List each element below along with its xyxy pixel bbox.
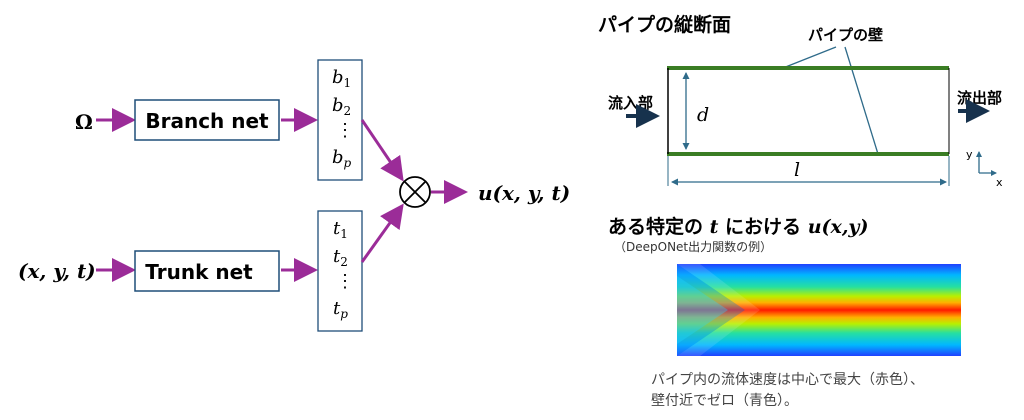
combine-operator [399,176,431,208]
wall-label: パイプの壁 [808,26,883,44]
output-label: u(x, y, t) [478,181,570,205]
arrow-trunk-to-combine [360,203,404,263]
diameter-symbol: d [697,104,709,126]
trunk-t2: t2 [333,246,348,269]
branch-b2: b2 [332,95,351,118]
branch-bp: bp [332,147,352,170]
trunk-outputs-box [317,210,363,332]
outflow-label: 流出部 [957,89,1002,107]
axis-x-label: x [996,176,1003,189]
flow-heatmap [677,264,961,356]
trunk-outputs: t1 t2 ⋮ tp [333,218,354,321]
description-line2: 壁付近でゼロ（青色）。 [651,392,798,409]
trunk-vdots: ⋮ [336,271,354,292]
branch-net-box [134,99,280,141]
branch-outputs: b1 b2 ⋮ bp [332,67,354,170]
input-omega: Ω [75,110,93,134]
input-xyt: (x, y, t) [18,259,96,283]
arrow-branch-to-combine [360,119,404,182]
section2-caption: （DeepONet出力関数の例） [614,239,772,254]
trunk-t1: t1 [333,218,348,241]
section2-title: ある特定の t における u(x,y) [608,215,868,238]
trunk-net-box [134,250,280,292]
trunk-tp: tp [333,298,348,321]
branch-b1: b1 [332,67,351,90]
axis-y-label: y [966,148,973,161]
length-symbol: l [794,159,800,181]
branch-vdots: ⋮ [336,120,354,141]
wall-pointer-top [782,46,837,69]
branch-outputs-box [317,59,363,181]
branch-net-label: Branch net [145,109,269,133]
wall-pointer-bottom [844,46,879,155]
section1-title: パイプの縦断面 [598,13,731,36]
inflow-label: 流入部 [608,94,653,112]
description-line1: パイプ内の流体速度は中心で最大（赤色）、 [651,371,924,388]
trunk-net-label: Trunk net [145,260,253,284]
axis-indicator: y x [966,148,1003,189]
